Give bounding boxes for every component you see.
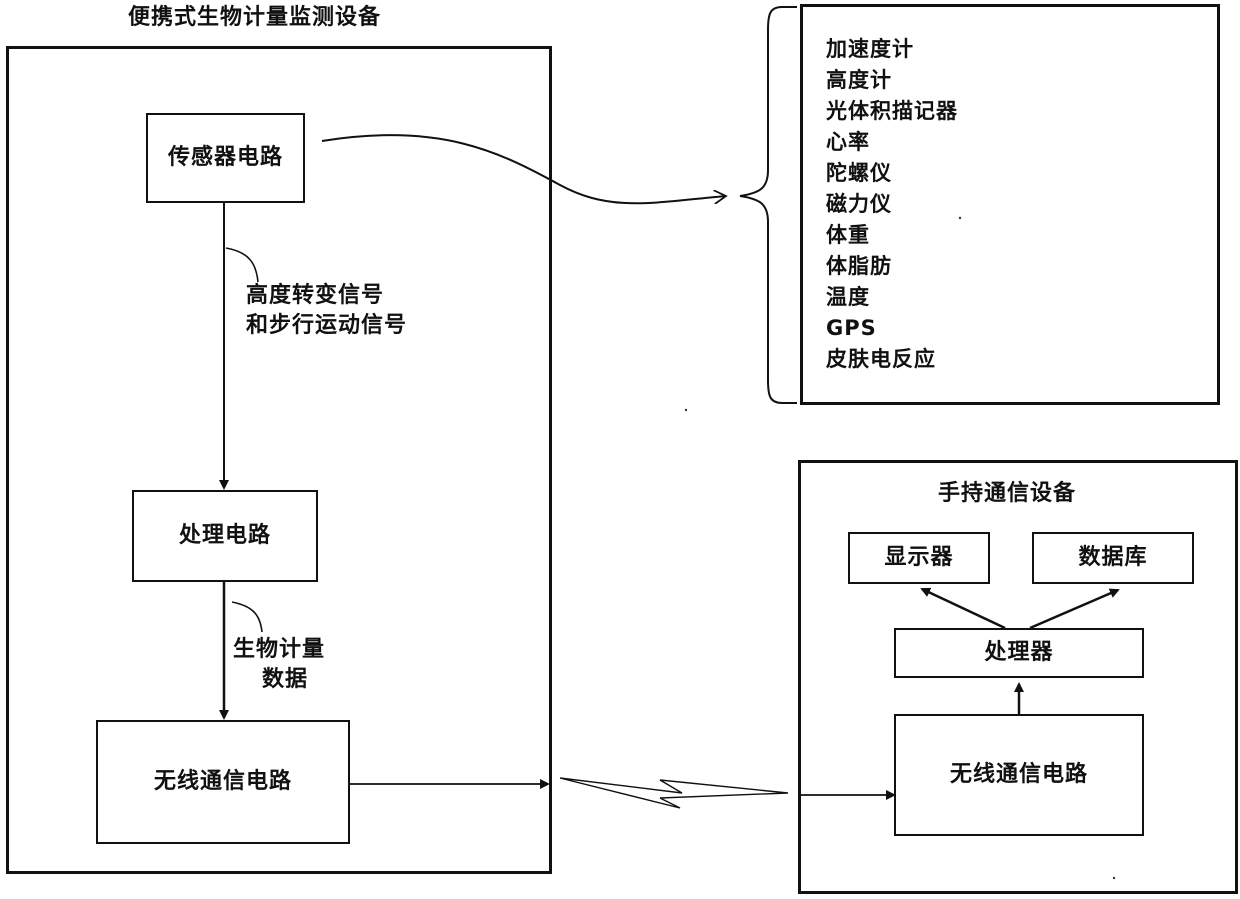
database-box: 数据库	[1032, 532, 1194, 584]
portable-device-title: 便携式生物计量监测设备	[128, 4, 381, 32]
data-label-line1: 生物计量	[233, 636, 325, 664]
list-item: 光体积描记器	[826, 96, 958, 127]
list-item: 体重	[826, 220, 958, 251]
processing-circuit-label: 处理电路	[179, 522, 271, 550]
list-item: 陀螺仪	[826, 158, 958, 189]
data-label-line2: 数据	[262, 666, 308, 694]
list-item: 温度	[826, 282, 958, 313]
processor-box: 处理器	[894, 628, 1144, 678]
processing-circuit-box: 处理电路	[132, 490, 318, 582]
processor-label: 处理器	[984, 639, 1053, 667]
list-item: 加速度计	[826, 34, 958, 65]
portable-wireless-circuit-box: 无线通信电路	[96, 720, 350, 844]
list-item: 皮肤电反应	[826, 344, 958, 375]
wireless-signal-zigzag	[560, 778, 788, 808]
sensor-list-brace	[740, 7, 797, 403]
list-item: 体脂肪	[826, 251, 958, 282]
signal-label-line2: 和步行运动信号	[246, 312, 407, 340]
sensor-circuit-label: 传感器电路	[168, 144, 283, 172]
list-item: GPS	[826, 313, 958, 344]
sensor-circuit-box: 传感器电路	[146, 113, 305, 203]
handheld-wireless-circuit-box: 无线通信电路	[894, 714, 1144, 836]
display-label: 显示器	[884, 544, 953, 572]
handheld-wireless-circuit-label: 无线通信电路	[950, 761, 1088, 789]
display-box: 显示器	[848, 532, 990, 584]
portable-wireless-circuit-label: 无线通信电路	[154, 768, 292, 796]
handheld-device-title: 手持通信设备	[938, 480, 1076, 508]
sensor-list: 加速度计 高度计 光体积描记器 心率 陀螺仪 磁力仪 体重 体脂肪 温度 GPS…	[826, 34, 958, 375]
database-label: 数据库	[1078, 544, 1147, 572]
signal-label-line1: 高度转变信号	[246, 282, 384, 310]
list-item: 高度计	[826, 65, 958, 96]
list-item: 心率	[826, 127, 958, 158]
list-item: 磁力仪	[826, 189, 958, 220]
